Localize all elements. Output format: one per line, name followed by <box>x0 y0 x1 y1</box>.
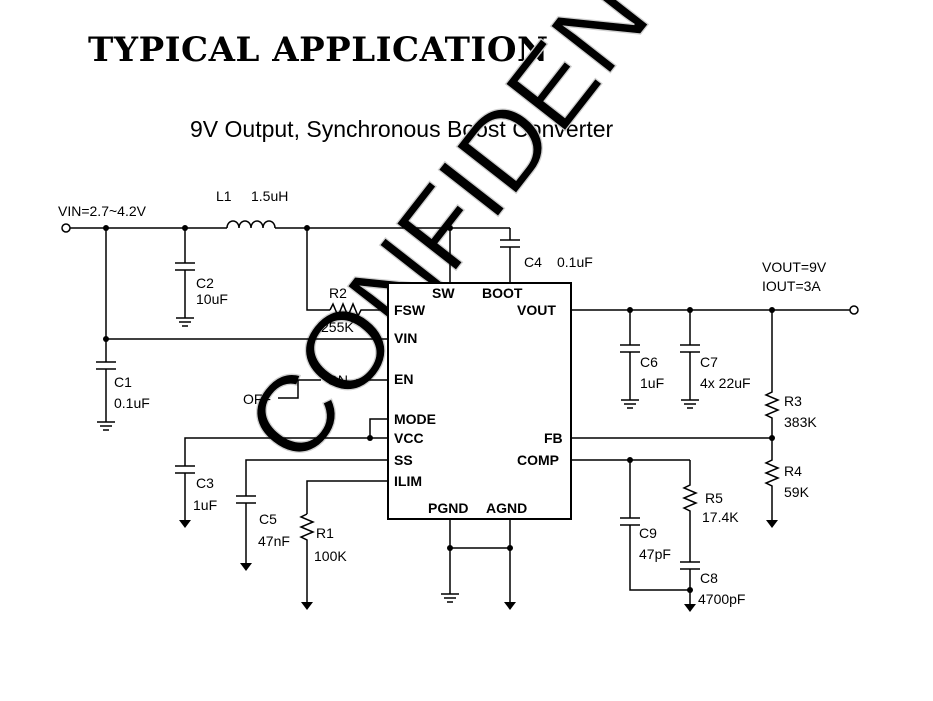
pin-vcc: VCC <box>394 430 424 446</box>
pin-sw: SW <box>432 285 455 301</box>
svg-text:VIN=2.7~4.2V: VIN=2.7~4.2V <box>58 203 147 219</box>
svg-text:0.1uF: 0.1uF <box>114 395 150 411</box>
svg-text:R5: R5 <box>705 490 723 506</box>
svg-text:255K: 255K <box>321 319 354 335</box>
pin-agnd: AGND <box>486 500 527 516</box>
svg-text:R3: R3 <box>784 393 802 409</box>
capacitor-c9: C9 47pF <box>620 460 690 591</box>
svg-text:100K: 100K <box>314 548 347 564</box>
schematic-title: 9V Output, Synchronous Boost Converter <box>190 116 614 142</box>
svg-text:C9: C9 <box>639 525 657 541</box>
svg-text:383K: 383K <box>784 414 817 430</box>
capacitor-c8: C8 4700pF <box>680 561 745 612</box>
ic-body <box>387 282 572 520</box>
capacitor-c5: C5 47nF <box>236 495 290 571</box>
pin-comp: COMP <box>517 452 559 468</box>
vout-terminal: VOUT=9V IOUT=3A <box>762 259 859 315</box>
svg-text:R1: R1 <box>316 525 334 541</box>
enable-switch: ON OFF <box>243 372 388 407</box>
capacitor-c7: C7 4x 22uF <box>680 310 751 409</box>
svg-text:1.5uH: 1.5uH <box>251 188 288 204</box>
svg-text:C3: C3 <box>196 475 214 491</box>
pin-boot: BOOT <box>482 285 523 301</box>
svg-text:10uF: 10uF <box>196 291 228 307</box>
pin-ilim: ILIM <box>394 473 422 489</box>
svg-text:47pF: 47pF <box>639 546 671 562</box>
vin-terminal: VIN=2.7~4.2V <box>58 203 147 233</box>
svg-text:C4: C4 <box>524 254 542 270</box>
svg-text:C6: C6 <box>640 354 658 370</box>
pin-en: EN <box>394 371 413 387</box>
svg-text:C1: C1 <box>114 374 132 390</box>
svg-text:IOUT=3A: IOUT=3A <box>762 278 821 294</box>
pin-pgnd: PGND <box>428 500 468 516</box>
svg-text:C7: C7 <box>700 354 718 370</box>
resistor-r4: R4 59K <box>764 438 810 528</box>
svg-text:R2: R2 <box>329 285 347 301</box>
resistor-r2: R2 255K <box>321 285 388 335</box>
svg-text:1uF: 1uF <box>193 497 217 513</box>
svg-text:R4: R4 <box>784 463 802 479</box>
svg-text:4700pF: 4700pF <box>698 591 745 607</box>
pin-fb: FB <box>544 430 563 446</box>
svg-text:17.4K: 17.4K <box>702 509 739 525</box>
svg-text:4x 22uF: 4x 22uF <box>700 375 751 391</box>
svg-text:L1: L1 <box>216 188 232 204</box>
capacitor-c2: C2 10uF <box>175 228 228 327</box>
svg-text:C5: C5 <box>259 511 277 527</box>
svg-text:59K: 59K <box>784 484 810 500</box>
svg-text:OFF: OFF <box>243 391 271 407</box>
svg-text:C8: C8 <box>700 570 718 586</box>
resistor-r5: R5 17.4K <box>682 460 739 562</box>
capacitor-c1: C1 0.1uF <box>96 339 150 431</box>
capacitor-c4: C4 0.1uF <box>500 228 593 283</box>
pin-mode: MODE <box>394 411 436 427</box>
section-heading: TYPICAL APPLICATION <box>88 30 549 70</box>
svg-text:0.1uF: 0.1uF <box>557 254 593 270</box>
resistor-r1: R1 100K <box>299 513 347 610</box>
resistor-r3: R3 383K <box>764 310 817 438</box>
pin-ss: SS <box>394 452 413 468</box>
svg-text:VOUT=9V: VOUT=9V <box>762 259 827 275</box>
pin-vout: VOUT <box>517 302 556 318</box>
svg-text:47nF: 47nF <box>258 533 290 549</box>
capacitor-c3: C3 1uF <box>175 465 217 528</box>
capacitor-c6: C6 1uF <box>620 310 664 409</box>
svg-text:C2: C2 <box>196 275 214 291</box>
pin-fsw: FSW <box>394 302 426 318</box>
inductor-l1: L1 1.5uH <box>216 188 288 229</box>
pin-vin: VIN <box>394 330 417 346</box>
svg-text:1uF: 1uF <box>640 375 664 391</box>
svg-text:ON: ON <box>327 372 348 388</box>
